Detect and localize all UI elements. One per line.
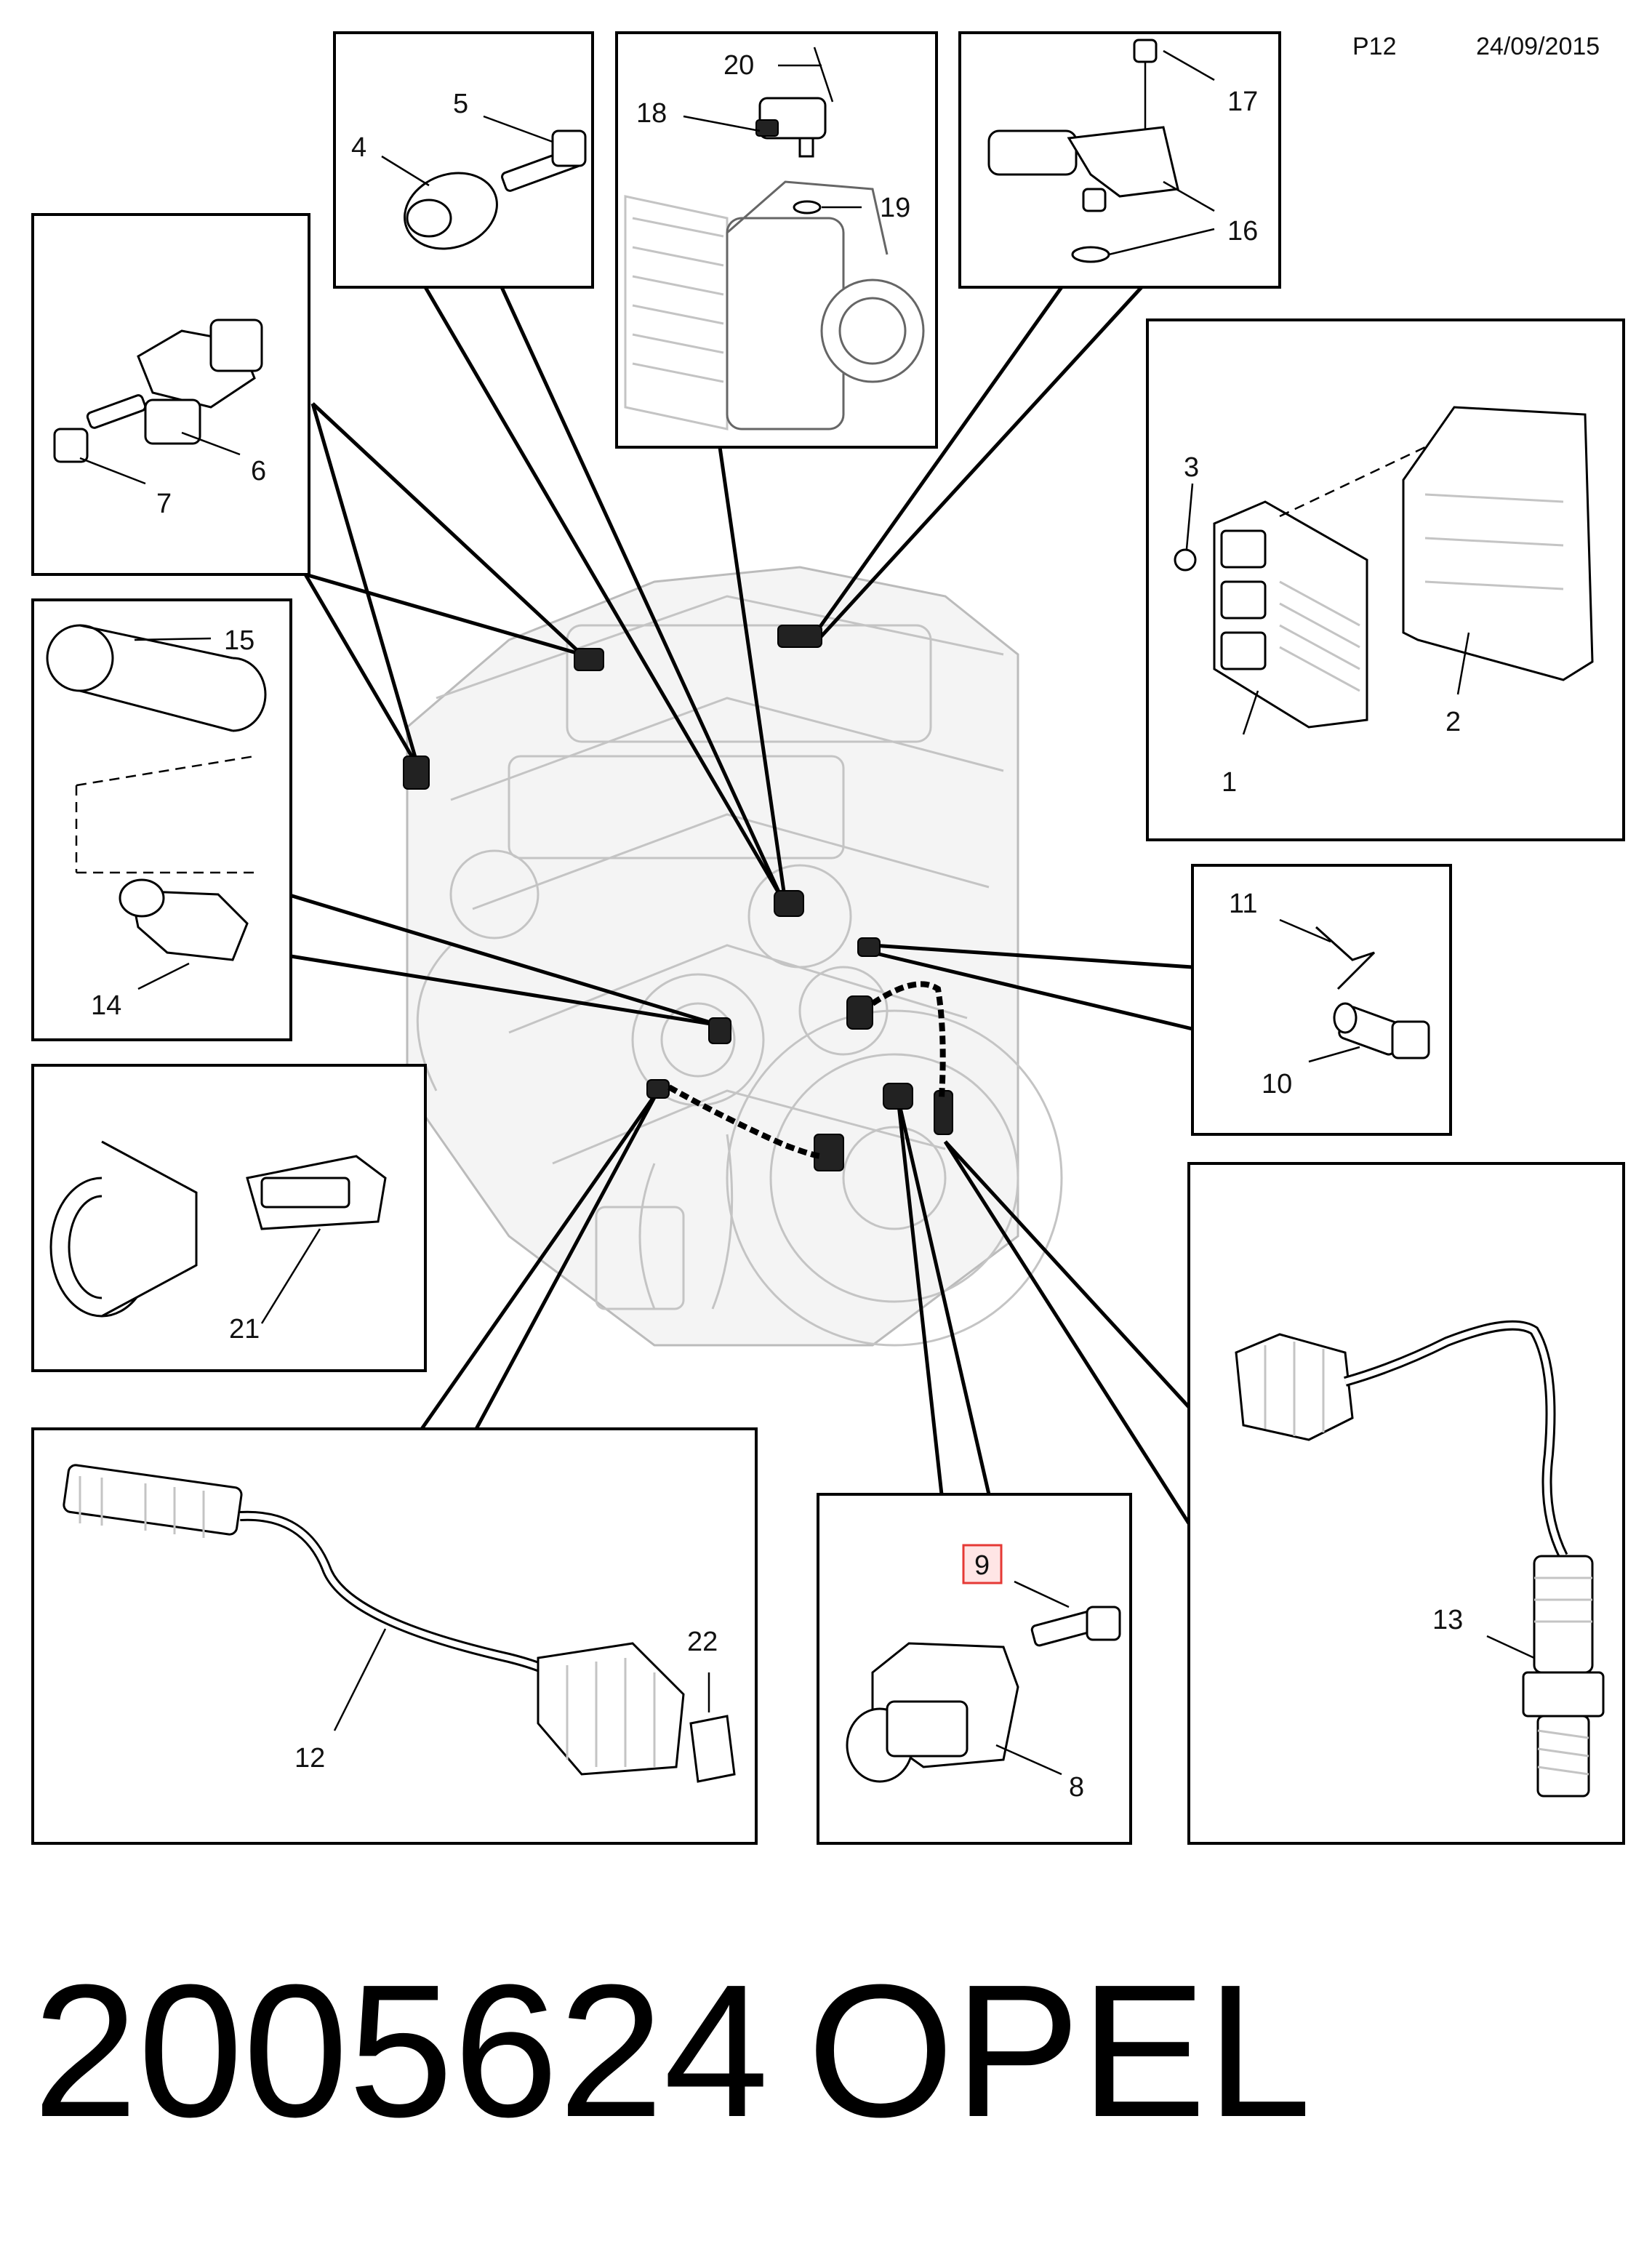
callout-12: 12 bbox=[294, 1743, 325, 1774]
engine-sensors bbox=[403, 625, 953, 1171]
page-code: P12 bbox=[1352, 33, 1397, 60]
callout-14: 14 bbox=[91, 990, 121, 1021]
box-parts-12-22: 12 22 bbox=[31, 1427, 758, 1845]
box-parts-6-7: 6 7 bbox=[31, 213, 310, 576]
box-part-21: 21 bbox=[31, 1064, 427, 1372]
callout-4: 4 bbox=[351, 132, 366, 163]
box-parts-16-17: 17 16 bbox=[958, 31, 1281, 289]
callout-6: 6 bbox=[251, 456, 266, 486]
engine-illustration bbox=[406, 566, 1063, 1347]
callout-11: 11 bbox=[1229, 889, 1257, 919]
callout-9[interactable]: 9 bbox=[974, 1550, 990, 1581]
callout-15: 15 bbox=[224, 625, 254, 656]
callout-3: 3 bbox=[1184, 452, 1199, 483]
leader-lines bbox=[286, 286, 1193, 1525]
callout-5: 5 bbox=[453, 89, 468, 119]
diagram-date: 24/09/2015 bbox=[1476, 33, 1600, 60]
callout-7: 7 bbox=[156, 489, 172, 519]
callout-20: 20 bbox=[723, 50, 754, 81]
box-parts-10-11: 11 10 bbox=[1191, 864, 1452, 1136]
callout-22: 22 bbox=[687, 1627, 718, 1657]
box-parts-1-2-3: 3 1 2 bbox=[1146, 318, 1625, 841]
box-parts-18-19-20: 20 18 19 bbox=[615, 31, 938, 449]
callout-8: 8 bbox=[1069, 1772, 1084, 1803]
part-number: 2005624 bbox=[33, 1946, 769, 2157]
callout-18: 18 bbox=[636, 98, 667, 129]
callout-1: 1 bbox=[1222, 767, 1237, 798]
callout-16: 16 bbox=[1227, 216, 1258, 247]
callout-19: 19 bbox=[880, 193, 910, 223]
brand-name: OPEL bbox=[807, 1946, 1312, 2157]
callout-17: 17 bbox=[1227, 87, 1258, 117]
box-part-13: 13 bbox=[1187, 1162, 1625, 1845]
box-parts-4-5: 5 4 bbox=[333, 31, 594, 289]
callout-2: 2 bbox=[1446, 707, 1461, 737]
callout-13: 13 bbox=[1432, 1605, 1463, 1635]
box-parts-14-15: 15 14 bbox=[31, 598, 292, 1041]
highlight-box-9 bbox=[962, 1544, 1003, 1584]
callout-10: 10 bbox=[1262, 1069, 1292, 1099]
callout-21: 21 bbox=[229, 1314, 260, 1345]
box-parts-8-9: 9 8 bbox=[817, 1493, 1132, 1845]
